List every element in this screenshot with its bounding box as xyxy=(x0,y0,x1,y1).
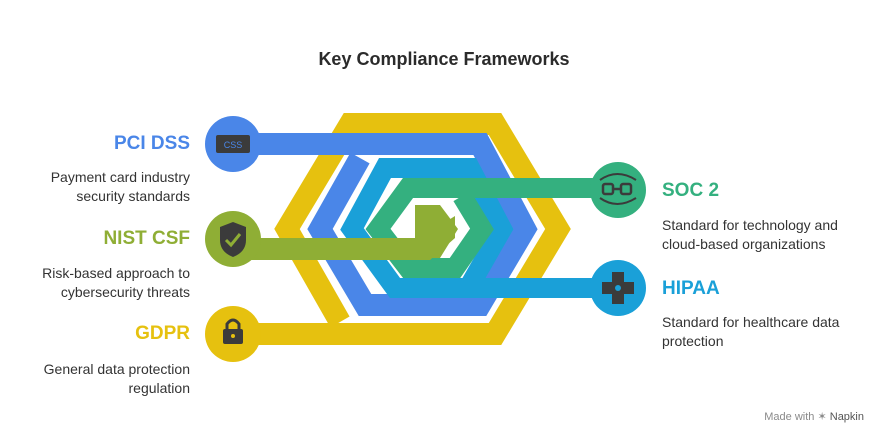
pci-dss-band xyxy=(230,133,538,316)
pci-dss-icon-circle: CSS xyxy=(205,116,261,172)
soc2-icon-circle xyxy=(590,162,646,218)
pci-dss-label: PCI DSS xyxy=(113,133,190,154)
css-icon: CSS xyxy=(224,140,243,150)
nist-csf-icon-circle xyxy=(205,211,261,267)
soc2-description: Standard for technology and cloud-based … xyxy=(662,217,838,252)
hipaa-description: Standard for healthcare data protection xyxy=(662,314,840,349)
gdpr-icon-circle xyxy=(205,306,261,362)
soc2-label: SOC 2 xyxy=(662,180,720,201)
napkin-icon: ✶ xyxy=(817,411,827,423)
shield-check-icon xyxy=(220,222,246,257)
pci-dss-description: Payment card industry security standards xyxy=(50,169,190,204)
made-with-napkin-credit: Made with ✶ Napkin xyxy=(764,410,864,423)
gdpr-label: GDPR xyxy=(135,323,190,344)
gdpr-band xyxy=(230,113,571,345)
hipaa-band xyxy=(340,158,620,298)
link-arrows-icon xyxy=(599,173,637,205)
diagram-title: Key Compliance Frameworks xyxy=(318,49,570,69)
hipaa-icon-circle xyxy=(590,260,646,316)
nist-csf-label: NIST CSF xyxy=(103,228,190,249)
gdpr-description: General data protection regulation xyxy=(43,361,190,396)
nist-csf-description: Risk-based approach to cybersecurity thr… xyxy=(42,265,190,300)
credit-brand: Napkin xyxy=(829,411,864,423)
hipaa-label: HIPAA xyxy=(662,278,720,299)
soc2-band xyxy=(365,178,620,278)
nist-csf-band xyxy=(230,205,458,260)
credit-prefix: Made with xyxy=(764,411,815,423)
